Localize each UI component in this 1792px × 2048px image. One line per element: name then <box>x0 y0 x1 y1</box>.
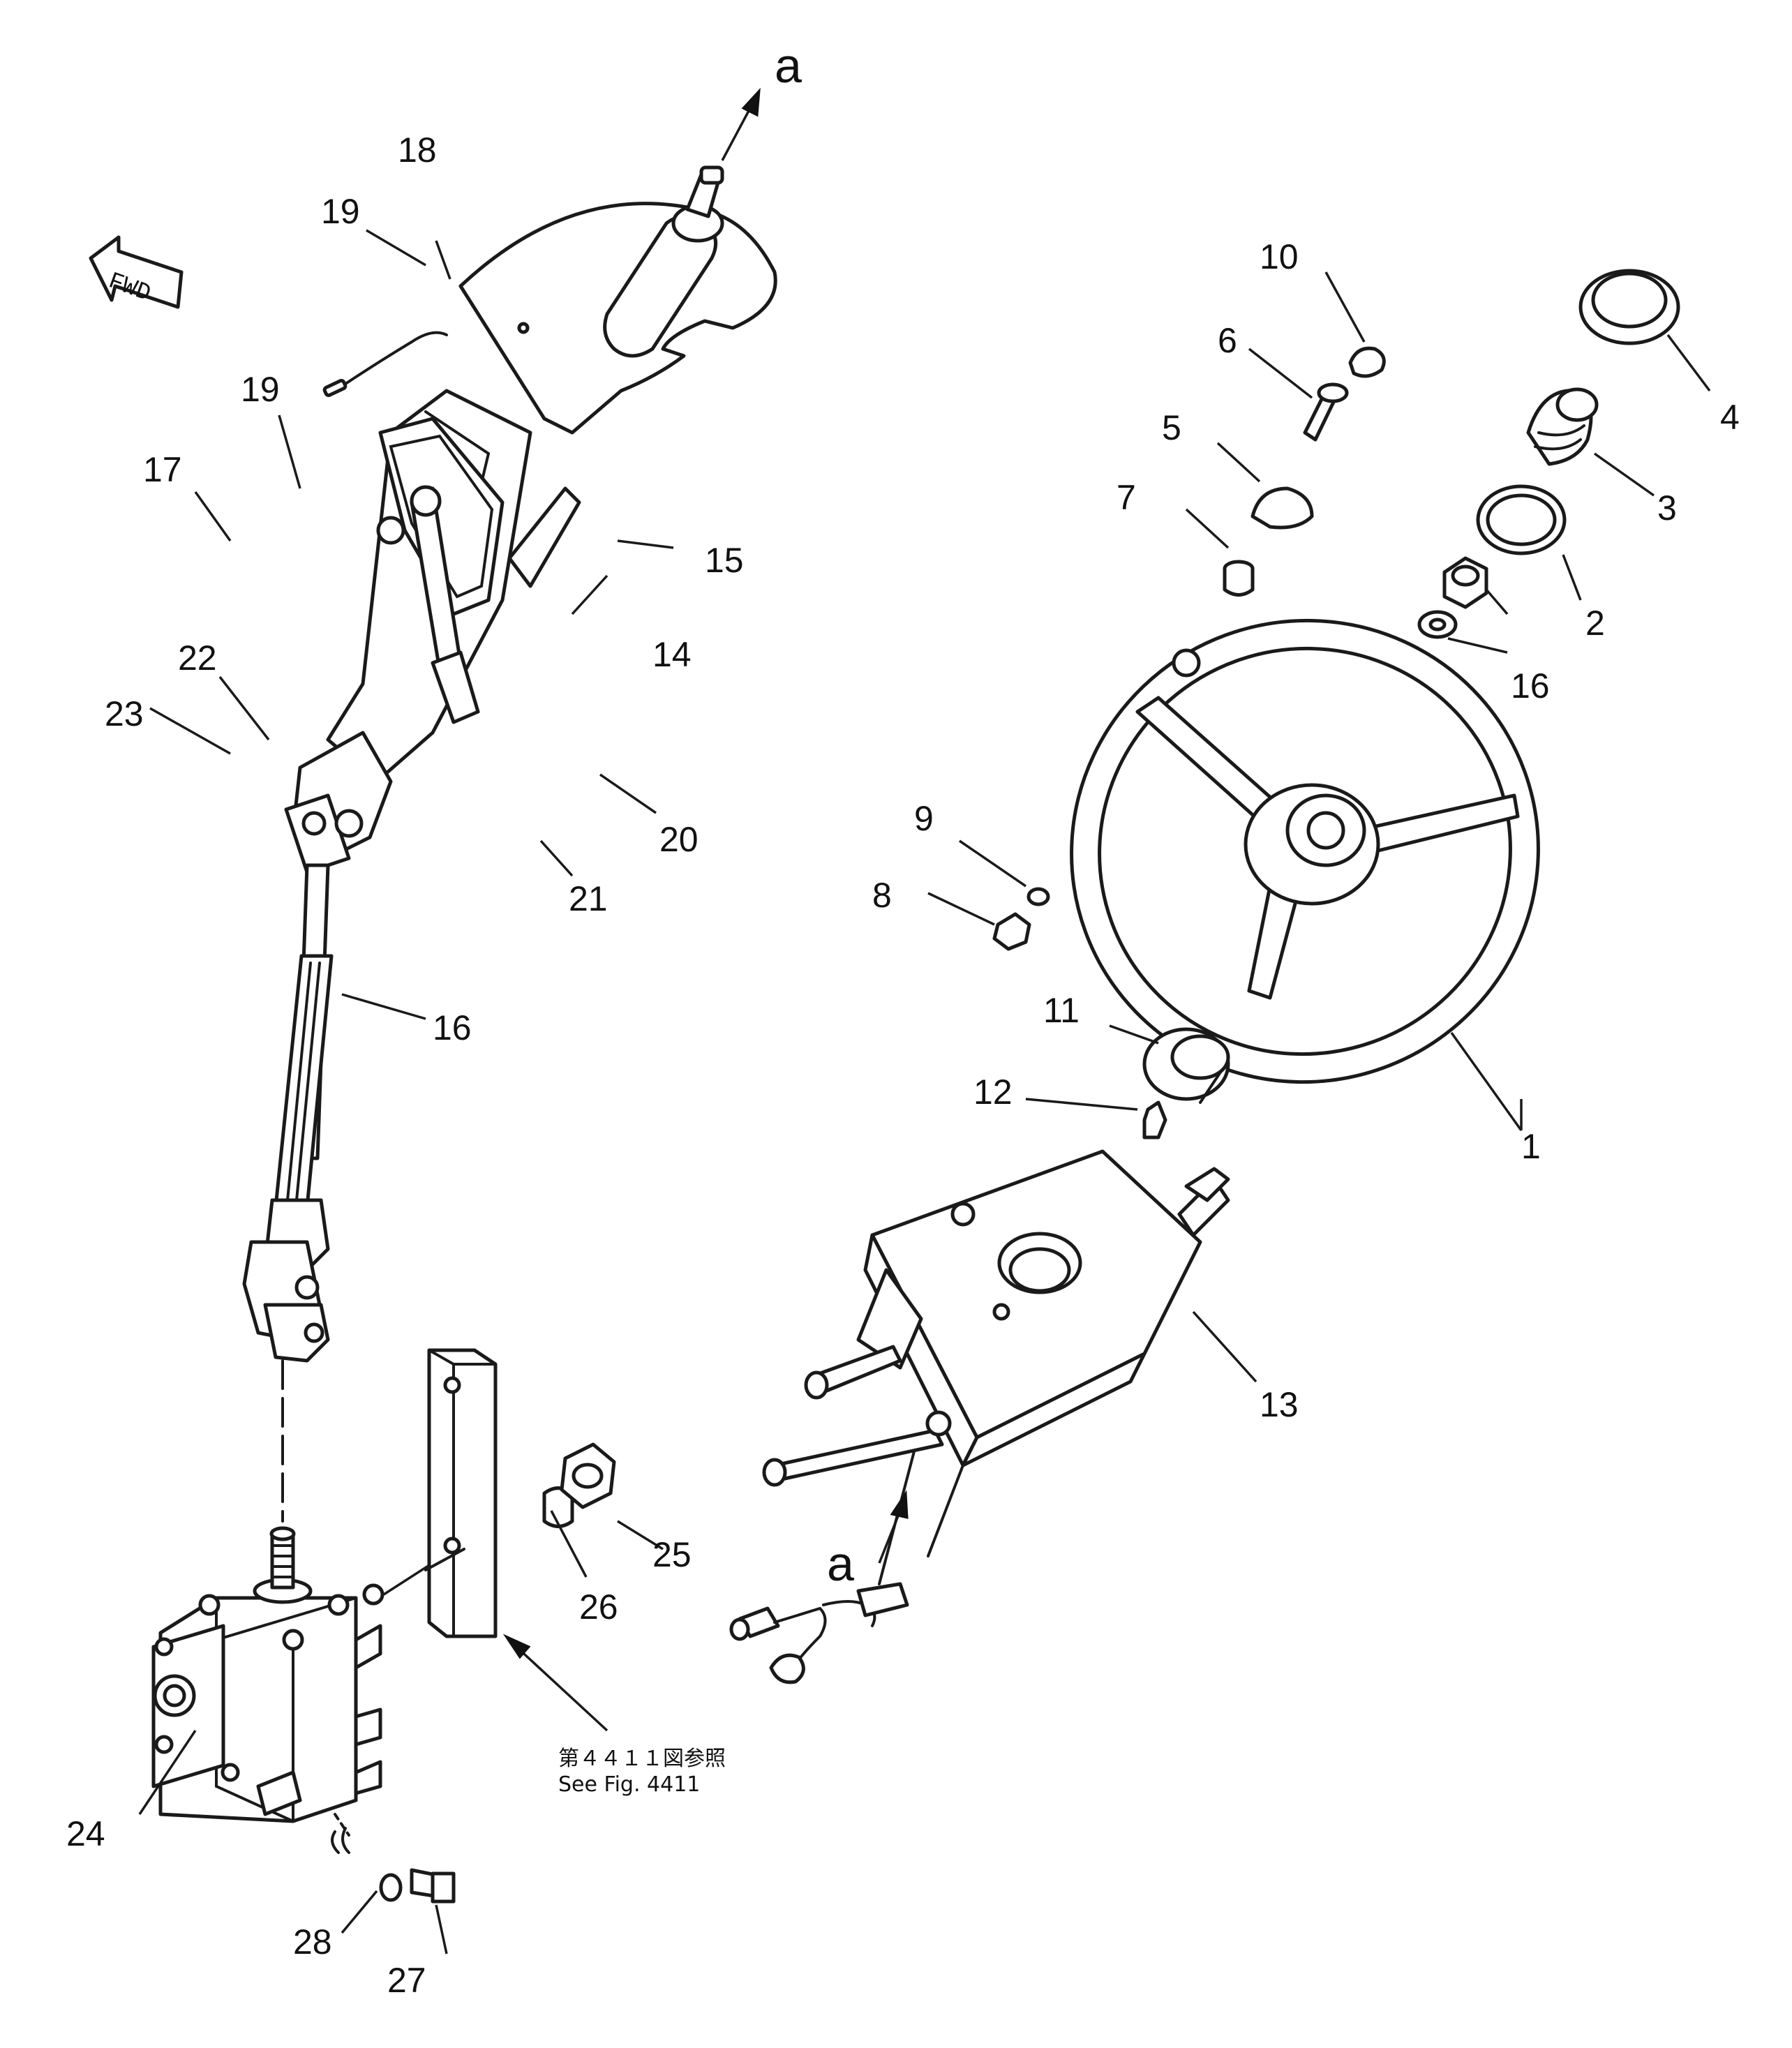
label-1: 1 <box>1521 1127 1541 1166</box>
label-2: 2 <box>1585 604 1605 643</box>
label-12: 12 <box>973 1072 1013 1112</box>
connector-label-lower: a <box>827 1537 854 1591</box>
reference-arrow <box>502 1634 608 1732</box>
label-4: 4 <box>1720 398 1740 437</box>
part-labels: 1 2 3 4 5 6 7 8 9 10 11 12 13 14 15 16 1… <box>66 130 1740 2000</box>
label-26: 26 <box>579 1587 618 1627</box>
intermediate-shaft <box>242 863 334 1523</box>
label-15: 15 <box>705 541 744 580</box>
connector-arrow-upper <box>721 87 761 161</box>
label-23: 23 <box>105 694 144 733</box>
horn-assembly <box>1417 269 1680 654</box>
connector-label-upper: a <box>775 38 802 93</box>
label-11: 11 <box>1043 991 1080 1030</box>
label-8: 8 <box>872 876 892 915</box>
label-20: 20 <box>659 820 699 859</box>
label-13: 13 <box>1260 1385 1299 1424</box>
reference-note-jp: 第４４１１図参照 <box>558 1747 726 1771</box>
steering-column-lower <box>729 1149 1230 1684</box>
bracket-nut <box>542 1442 616 1528</box>
label-7: 7 <box>1117 478 1136 517</box>
reference-note-en: See Fig. 4411 <box>558 1772 700 1797</box>
label-10: 10 <box>1260 237 1299 276</box>
label-16-wheel: 16 <box>1511 666 1550 705</box>
label-24: 24 <box>66 1814 105 1853</box>
label-6: 6 <box>1218 321 1237 360</box>
label-14: 14 <box>652 635 692 674</box>
fwd-arrow-icon: FWD <box>89 235 184 309</box>
wheel-bushing <box>1142 1027 1230 1139</box>
label-22: 22 <box>178 638 217 678</box>
steering-column-upper <box>284 165 777 874</box>
label-16-shaft: 16 <box>433 1008 472 1047</box>
connector-arrow-lower <box>878 1490 909 1564</box>
label-17: 17 <box>143 450 182 489</box>
label-25: 25 <box>652 1535 692 1574</box>
label-18: 18 <box>398 130 437 170</box>
label-9: 9 <box>914 799 934 838</box>
label-21: 21 <box>569 879 608 918</box>
label-19-top: 19 <box>321 192 360 231</box>
label-27: 27 <box>387 1961 426 2000</box>
wheel-hardware <box>992 346 1386 951</box>
label-5: 5 <box>1162 408 1181 447</box>
label-3: 3 <box>1657 488 1677 528</box>
label-19-side: 19 <box>241 370 280 409</box>
steering-gearbox <box>151 1526 433 1854</box>
steering-wheel <box>1070 618 1540 1084</box>
gearbox-bolt <box>379 1868 456 1904</box>
bracket-bar <box>424 1348 498 1638</box>
label-28: 28 <box>293 1922 332 1961</box>
leader-lines <box>138 229 1711 1954</box>
